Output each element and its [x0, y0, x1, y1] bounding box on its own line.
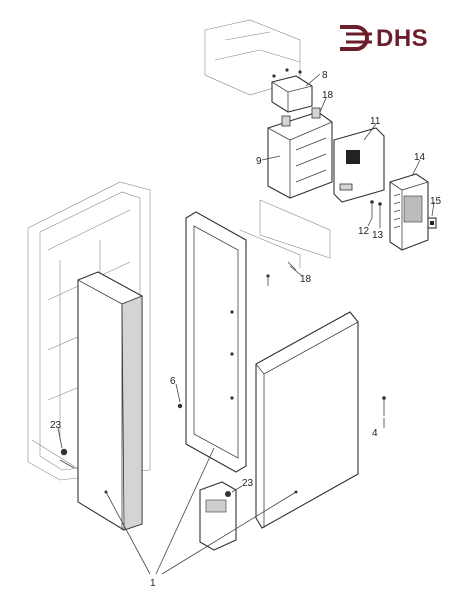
part-12-13-posts: [370, 200, 382, 222]
part-8-mounting-block: [271, 68, 313, 113]
callout-18-top: 18: [322, 90, 334, 101]
callout-23-right: 23: [242, 478, 254, 489]
callout-4: 4: [372, 428, 378, 439]
callout-12: 12: [358, 226, 370, 237]
part-6-clip: [177, 403, 183, 409]
dhs-logo: DHS: [338, 24, 448, 54]
dhs-logo-icon: [340, 25, 372, 51]
part-11-circuit-board: [333, 127, 385, 203]
part-4-pin: [382, 396, 386, 416]
callout-23-left: 23: [50, 420, 62, 431]
display-control-unit: [199, 481, 237, 551]
callout-11: 11: [370, 116, 381, 127]
part-9-control-bracket: [267, 107, 333, 199]
part-23-left-component: [59, 448, 75, 469]
logo-text: DHS: [376, 25, 429, 52]
part-15-connector: [427, 217, 437, 229]
callout-14: 14: [414, 152, 426, 163]
part-1-front-panel: [255, 311, 359, 529]
callout-15: 15: [430, 196, 442, 207]
leader-lines: [57, 73, 435, 575]
callout-9: 9: [256, 156, 262, 167]
callout-13: 13: [372, 230, 384, 241]
callout-1: 1: [150, 578, 156, 589]
casing-frame: [185, 211, 247, 473]
part-14-control-unit: [389, 173, 429, 251]
callout-18-bottom: 18: [300, 274, 312, 285]
callout-6: 6: [170, 376, 176, 387]
part-18-screws: [266, 261, 297, 286]
part-1-left-side-panel: [77, 271, 143, 531]
callout-8: 8: [322, 70, 328, 81]
